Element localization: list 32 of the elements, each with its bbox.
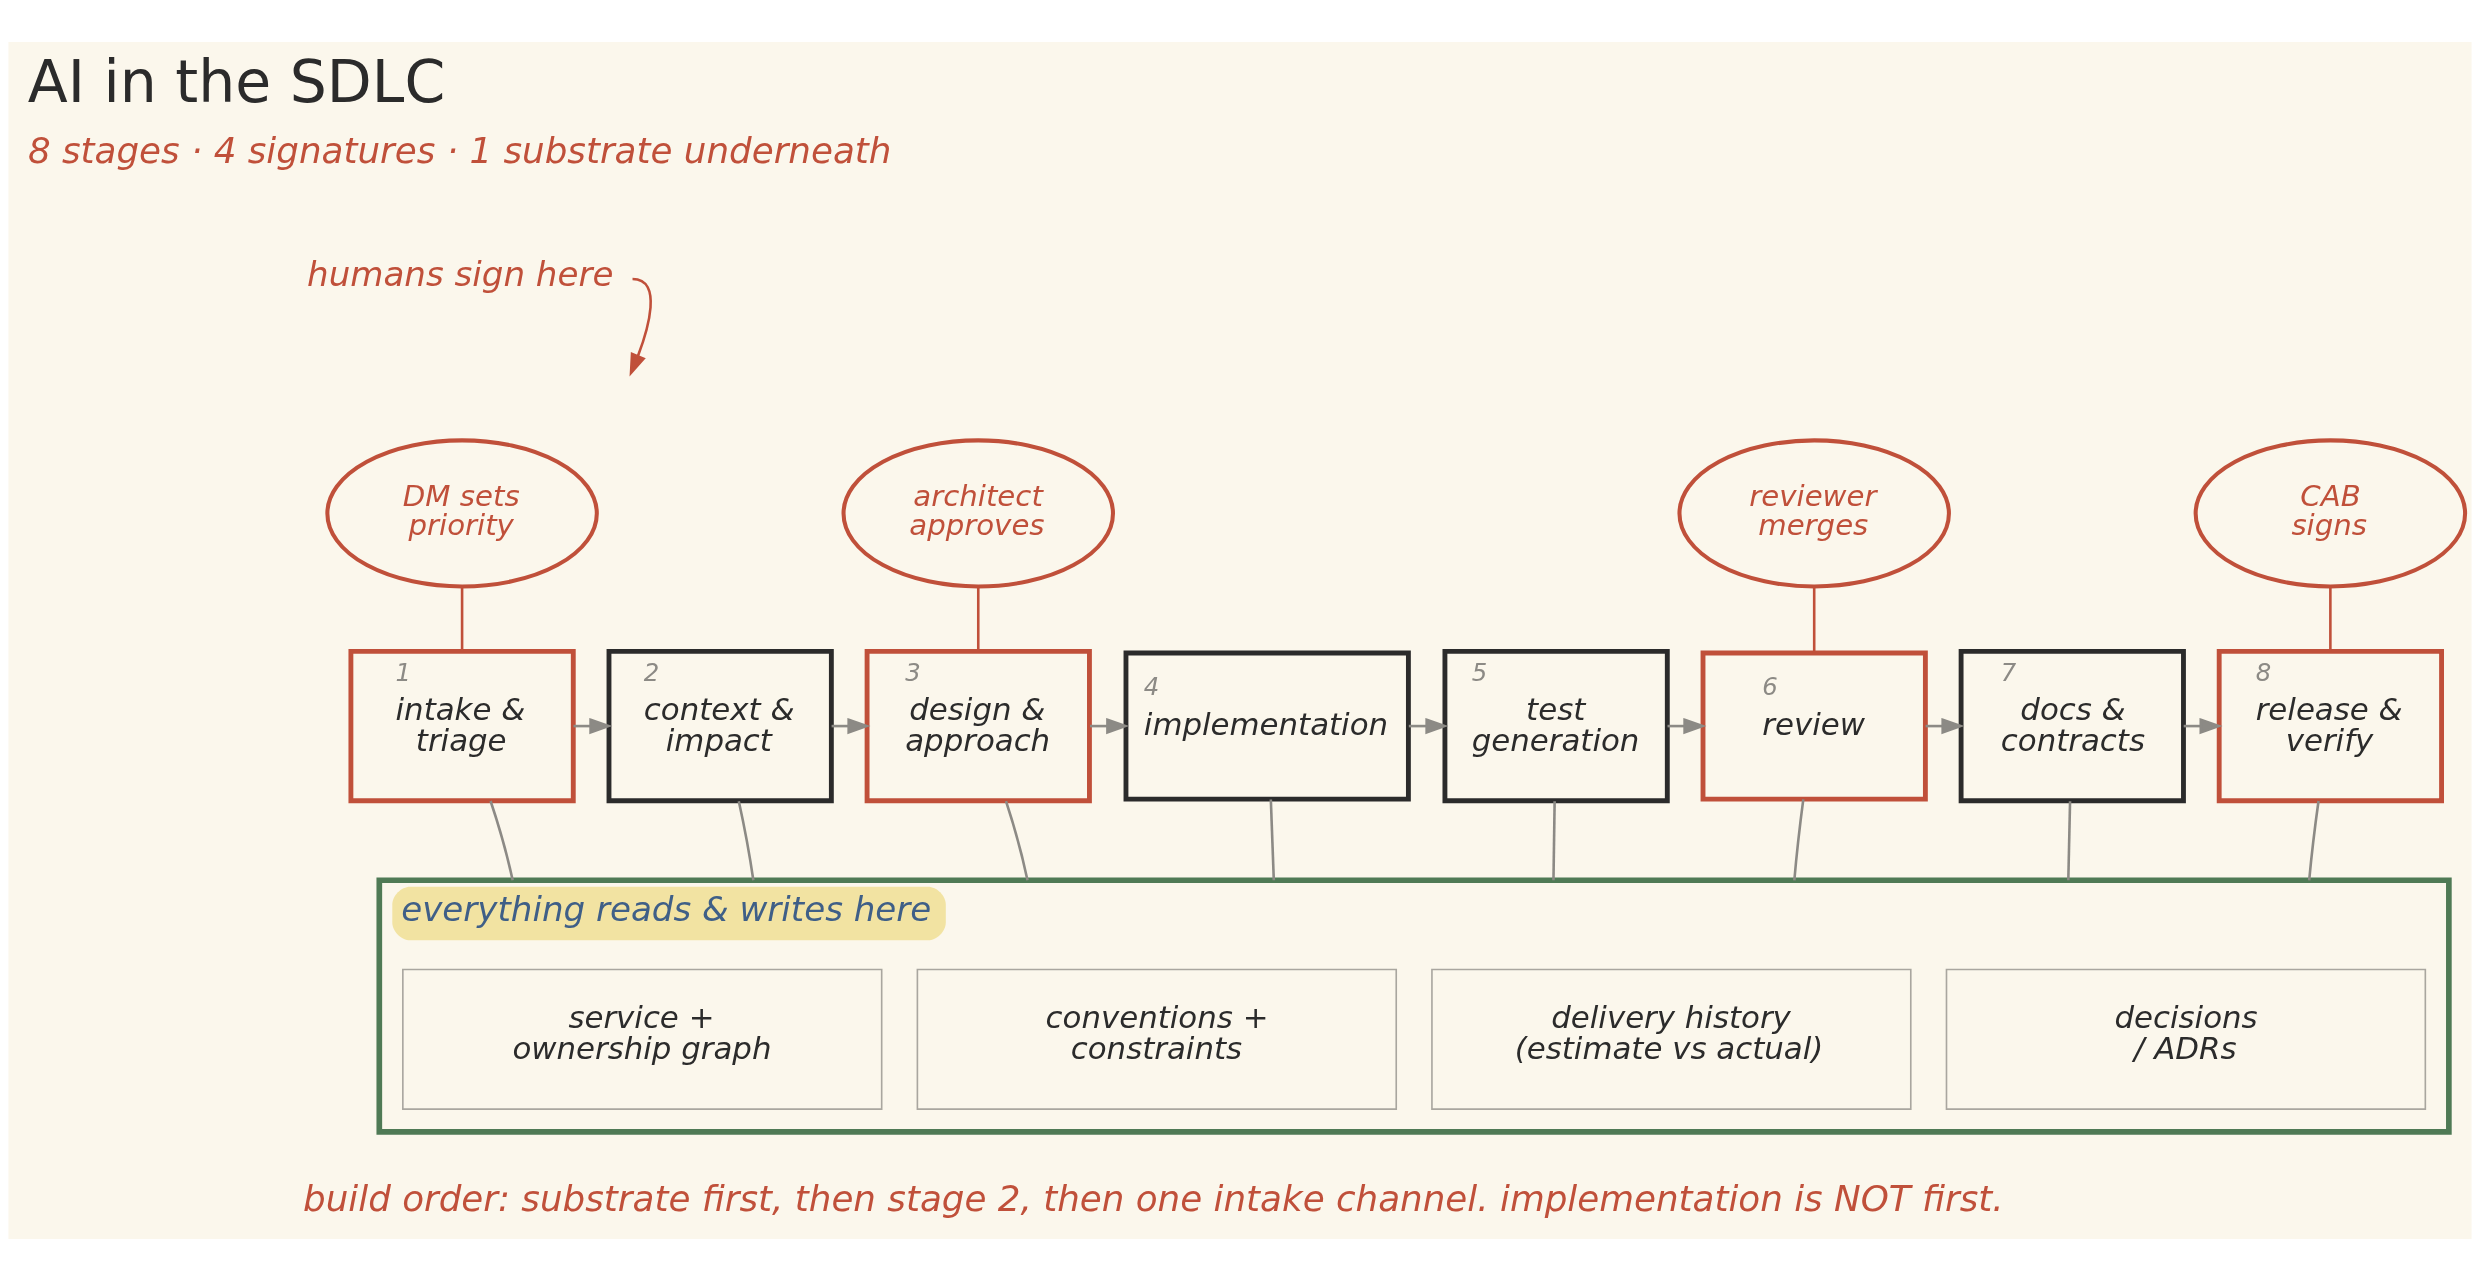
node-ellipse: architect approves — [841, 437, 1115, 588]
node-ellipse: reviewer merges — [1677, 437, 1951, 588]
node-box: 7 docs & contracts — [1958, 648, 2186, 803]
node-box: 4 implementation — [1123, 650, 1411, 802]
connector — [1812, 586, 1816, 653]
node-box: 2 context & impact — [606, 648, 834, 803]
connector — [1552, 800, 1556, 880]
diagram-title: AI in the SDLC — [27, 47, 446, 116]
node-box: 6 review — [1700, 650, 1928, 802]
node-box: 3 design & approach — [864, 648, 1092, 803]
connector — [2329, 586, 2332, 651]
label: 8 stages · 4 signatures · 1 substrate underneath — [27, 129, 892, 171]
connector — [976, 586, 980, 651]
node-box: 5 test generation — [1442, 648, 1670, 803]
connector — [489, 800, 514, 881]
node-box: delivery history (estimate vs actual) — [1431, 968, 1912, 1110]
connector — [1269, 798, 1276, 880]
connector — [1004, 800, 1029, 881]
node-box: service + ownership graph — [402, 968, 883, 1110]
node-box: conventions + constraints — [916, 968, 1398, 1110]
node-box: decisions / ADRs — [1945, 968, 2427, 1110]
node-ellipse: DM sets priority — [325, 437, 599, 588]
connector — [2307, 800, 2320, 880]
node-box: 1 intake & triage — [348, 648, 576, 803]
connector — [2067, 800, 2072, 880]
node-text: humans sign here — [307, 253, 614, 294]
label: build order: substrate first, then stage 2, then one intake channel. implementation is NOT first. — [303, 1177, 2004, 1219]
connector — [1793, 798, 1805, 880]
node-box: 8 release & verify — [2216, 648, 2444, 803]
connector — [737, 800, 755, 880]
node-ellipse: CAB signs — [2193, 437, 2468, 588]
connector — [460, 586, 464, 651]
